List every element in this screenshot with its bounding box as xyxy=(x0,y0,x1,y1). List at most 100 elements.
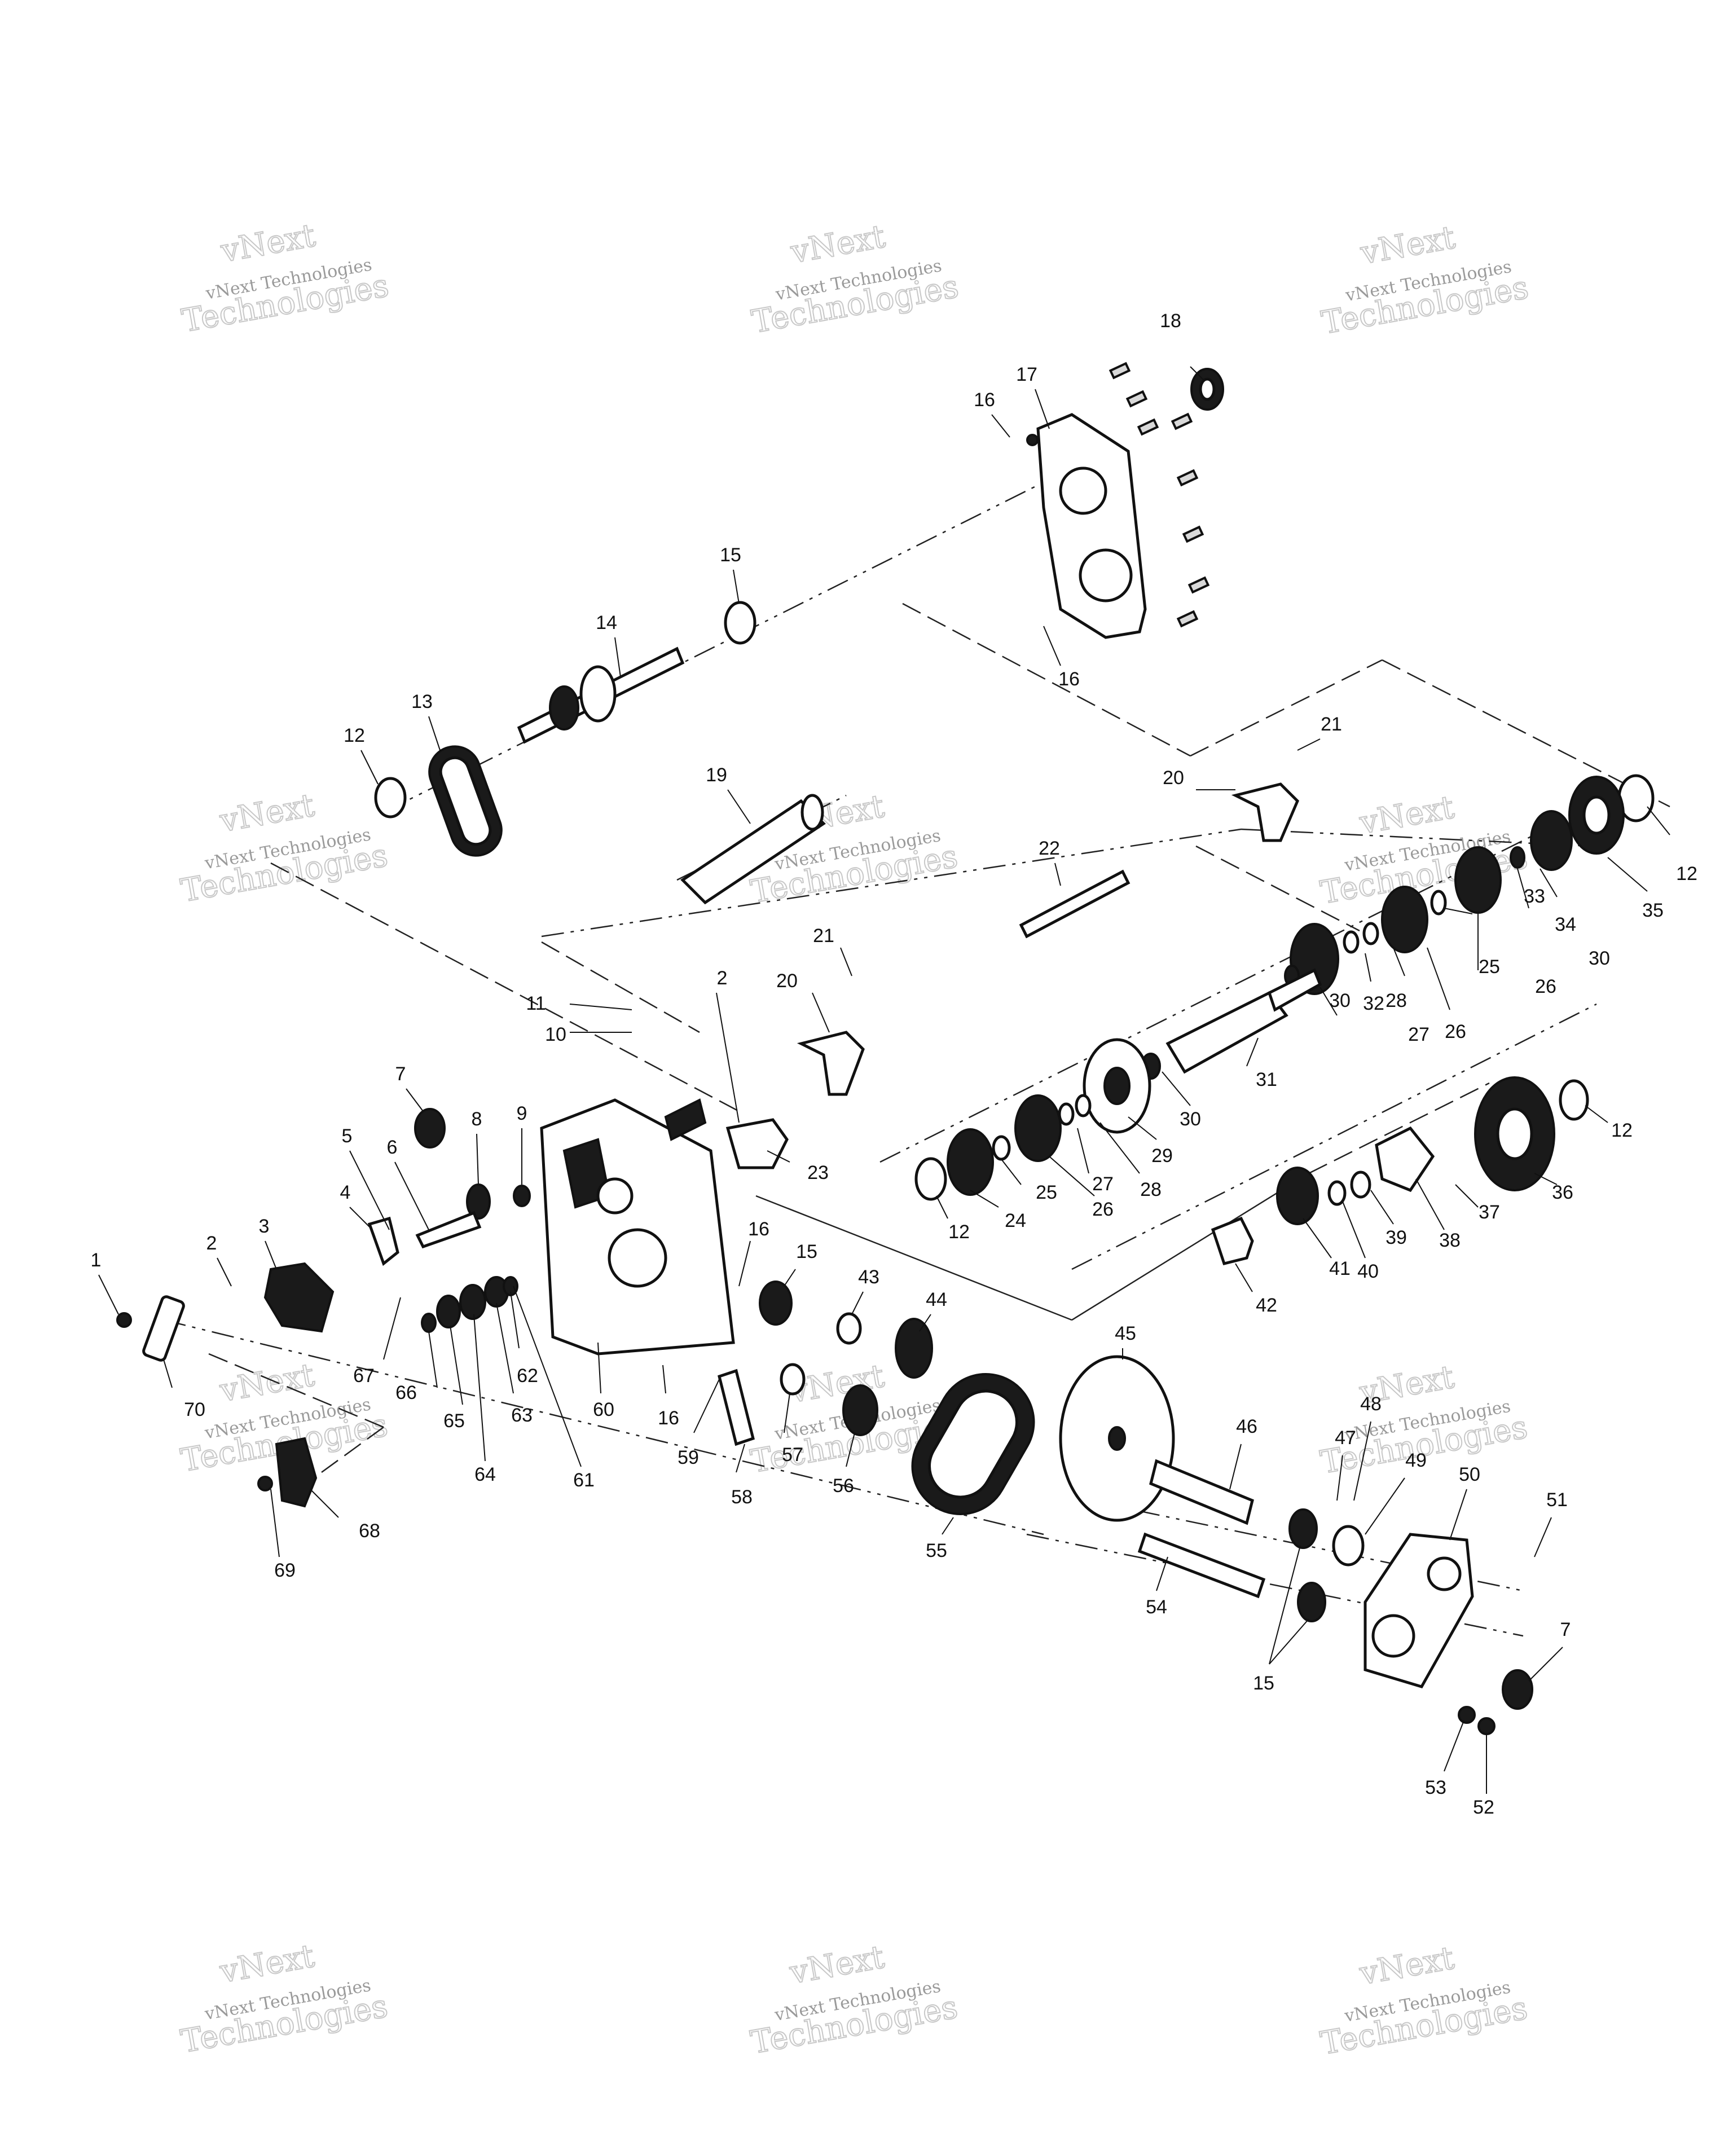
callouts: 18 17 16 15 16 14 13 12 21 20 19 22 12 3… xyxy=(91,310,1697,1818)
callout-13: 13 xyxy=(411,691,433,712)
part-19-shaft xyxy=(680,794,826,905)
part-6-shaft xyxy=(415,1211,482,1249)
callout-27: 27 xyxy=(1092,1173,1114,1195)
watermark-3: vNext vNext Technologies Technologies xyxy=(1318,218,1532,342)
callout-65: 65 xyxy=(443,1410,465,1432)
part-36-gear xyxy=(1474,1076,1555,1191)
callout-15: 15 xyxy=(720,544,741,566)
outline-lower-2 xyxy=(1071,1172,1309,1321)
callout-16: 16 xyxy=(748,1218,769,1240)
axis-lower-shaft xyxy=(163,1319,1044,1535)
axis-top-shaft xyxy=(383,484,1039,813)
outline-upper-2 xyxy=(1190,659,1383,757)
part-42-hub xyxy=(1211,1216,1254,1265)
callout-38: 38 xyxy=(1439,1230,1461,1251)
outline-left-1 xyxy=(270,862,740,1112)
callout-6: 6 xyxy=(387,1137,398,1158)
callout-61: 61 xyxy=(573,1469,595,1491)
part-52-bolt xyxy=(1477,1717,1496,1735)
lower-left-gears xyxy=(421,1276,518,1333)
callout-37: 37 xyxy=(1479,1202,1500,1223)
callout-16: 16 xyxy=(658,1407,679,1429)
part-4-lever xyxy=(367,1216,399,1266)
upper-gear-stack xyxy=(1284,774,1655,995)
part-43-washer xyxy=(836,1312,862,1345)
callout-16: 16 xyxy=(974,389,995,411)
callout-9: 9 xyxy=(517,1103,527,1124)
callout-55: 55 xyxy=(926,1540,947,1561)
callout-69: 69 xyxy=(274,1560,296,1581)
callout-25: 25 xyxy=(1479,956,1500,978)
callout-57: 57 xyxy=(782,1444,803,1466)
callout-51: 51 xyxy=(1546,1489,1568,1511)
part-20-fork-upper xyxy=(1231,782,1299,842)
callout-66: 66 xyxy=(395,1382,417,1403)
callout-3: 3 xyxy=(259,1216,270,1237)
callout-46: 46 xyxy=(1236,1416,1257,1437)
callout-41: 41 xyxy=(1329,1258,1351,1279)
part-46-shaft xyxy=(1149,1459,1254,1525)
callout-1: 1 xyxy=(91,1249,102,1271)
callout-63: 63 xyxy=(511,1405,533,1426)
part-53-nut xyxy=(1458,1706,1476,1724)
outline-right-2 xyxy=(1308,1082,1490,1174)
callout-20: 20 xyxy=(1163,767,1184,789)
watermark-big-top: vNext xyxy=(217,1357,317,1409)
part-7-seal-left xyxy=(414,1108,446,1149)
callout-56: 56 xyxy=(833,1475,854,1497)
watermarks: vNext vNext Technologies Technologies vN… xyxy=(178,217,1532,2063)
outline-bottom-left-2 xyxy=(321,1426,384,1473)
watermark-1: vNext vNext Technologies Technologies xyxy=(179,217,392,340)
watermark-12: vNext vNext Technologies Technologies xyxy=(1317,1939,1530,2063)
part-22-rod xyxy=(1019,869,1131,939)
callout-45: 45 xyxy=(1115,1323,1136,1344)
watermark-big-top: vNext xyxy=(787,1939,887,1991)
callout-29: 29 xyxy=(1151,1145,1173,1167)
part-38-flange xyxy=(1375,1126,1435,1193)
axis-main-shaft xyxy=(879,789,1625,1163)
callout-28: 28 xyxy=(1140,1179,1162,1200)
callout-12: 12 xyxy=(344,725,365,746)
callout-30: 30 xyxy=(1589,948,1610,969)
watermark-big-top: vNext xyxy=(218,217,318,270)
watermark-2: vNext vNext Technologies Technologies xyxy=(749,218,962,341)
watermark-10: vNext vNext Technologies Technologies xyxy=(178,1937,391,2061)
axis-rail-right xyxy=(1241,828,1591,847)
outline-bottom-left-1 xyxy=(208,1353,384,1428)
watermark-big-top: vNext xyxy=(217,1938,317,1990)
part-23-plate xyxy=(725,1118,789,1169)
part-9-plug xyxy=(513,1185,531,1207)
part-49-seal xyxy=(1332,1525,1365,1567)
part-68-housing xyxy=(275,1437,318,1508)
callout-28: 28 xyxy=(1385,990,1407,1011)
part-7-seal-right xyxy=(1502,1669,1533,1710)
outline-upper-1 xyxy=(902,602,1191,757)
callout-53: 53 xyxy=(1425,1777,1446,1798)
part-17-cover xyxy=(1026,413,1147,639)
watermark-big-top: vNext xyxy=(1357,789,1457,842)
callout-5: 5 xyxy=(342,1125,353,1147)
part-58-sensor xyxy=(718,1369,755,1446)
callout-15: 15 xyxy=(1253,1673,1274,1694)
callout-49: 49 xyxy=(1405,1450,1427,1471)
callout-12: 12 xyxy=(1676,863,1697,885)
part-14-shaft xyxy=(517,646,685,744)
outline-left-2 xyxy=(541,941,700,1033)
callout-31: 31 xyxy=(1256,1069,1277,1090)
watermark-big-top: vNext xyxy=(1357,219,1458,271)
callout-50: 50 xyxy=(1459,1464,1480,1485)
callout-48: 48 xyxy=(1360,1393,1382,1415)
part-70-plate xyxy=(142,1295,185,1362)
callout-67: 67 xyxy=(353,1365,375,1387)
part-1-nut xyxy=(116,1312,132,1328)
part-55-chain xyxy=(911,1373,1035,1515)
callout-54: 54 xyxy=(1146,1596,1167,1618)
callout-25: 25 xyxy=(1036,1182,1057,1203)
part-57-bushing xyxy=(780,1363,806,1396)
axis-rail xyxy=(541,828,1242,938)
callout-20: 20 xyxy=(776,970,798,992)
callout-52: 52 xyxy=(1473,1797,1494,1818)
cover-bolts xyxy=(1109,362,1210,628)
part-50-side-cover xyxy=(1363,1533,1474,1688)
